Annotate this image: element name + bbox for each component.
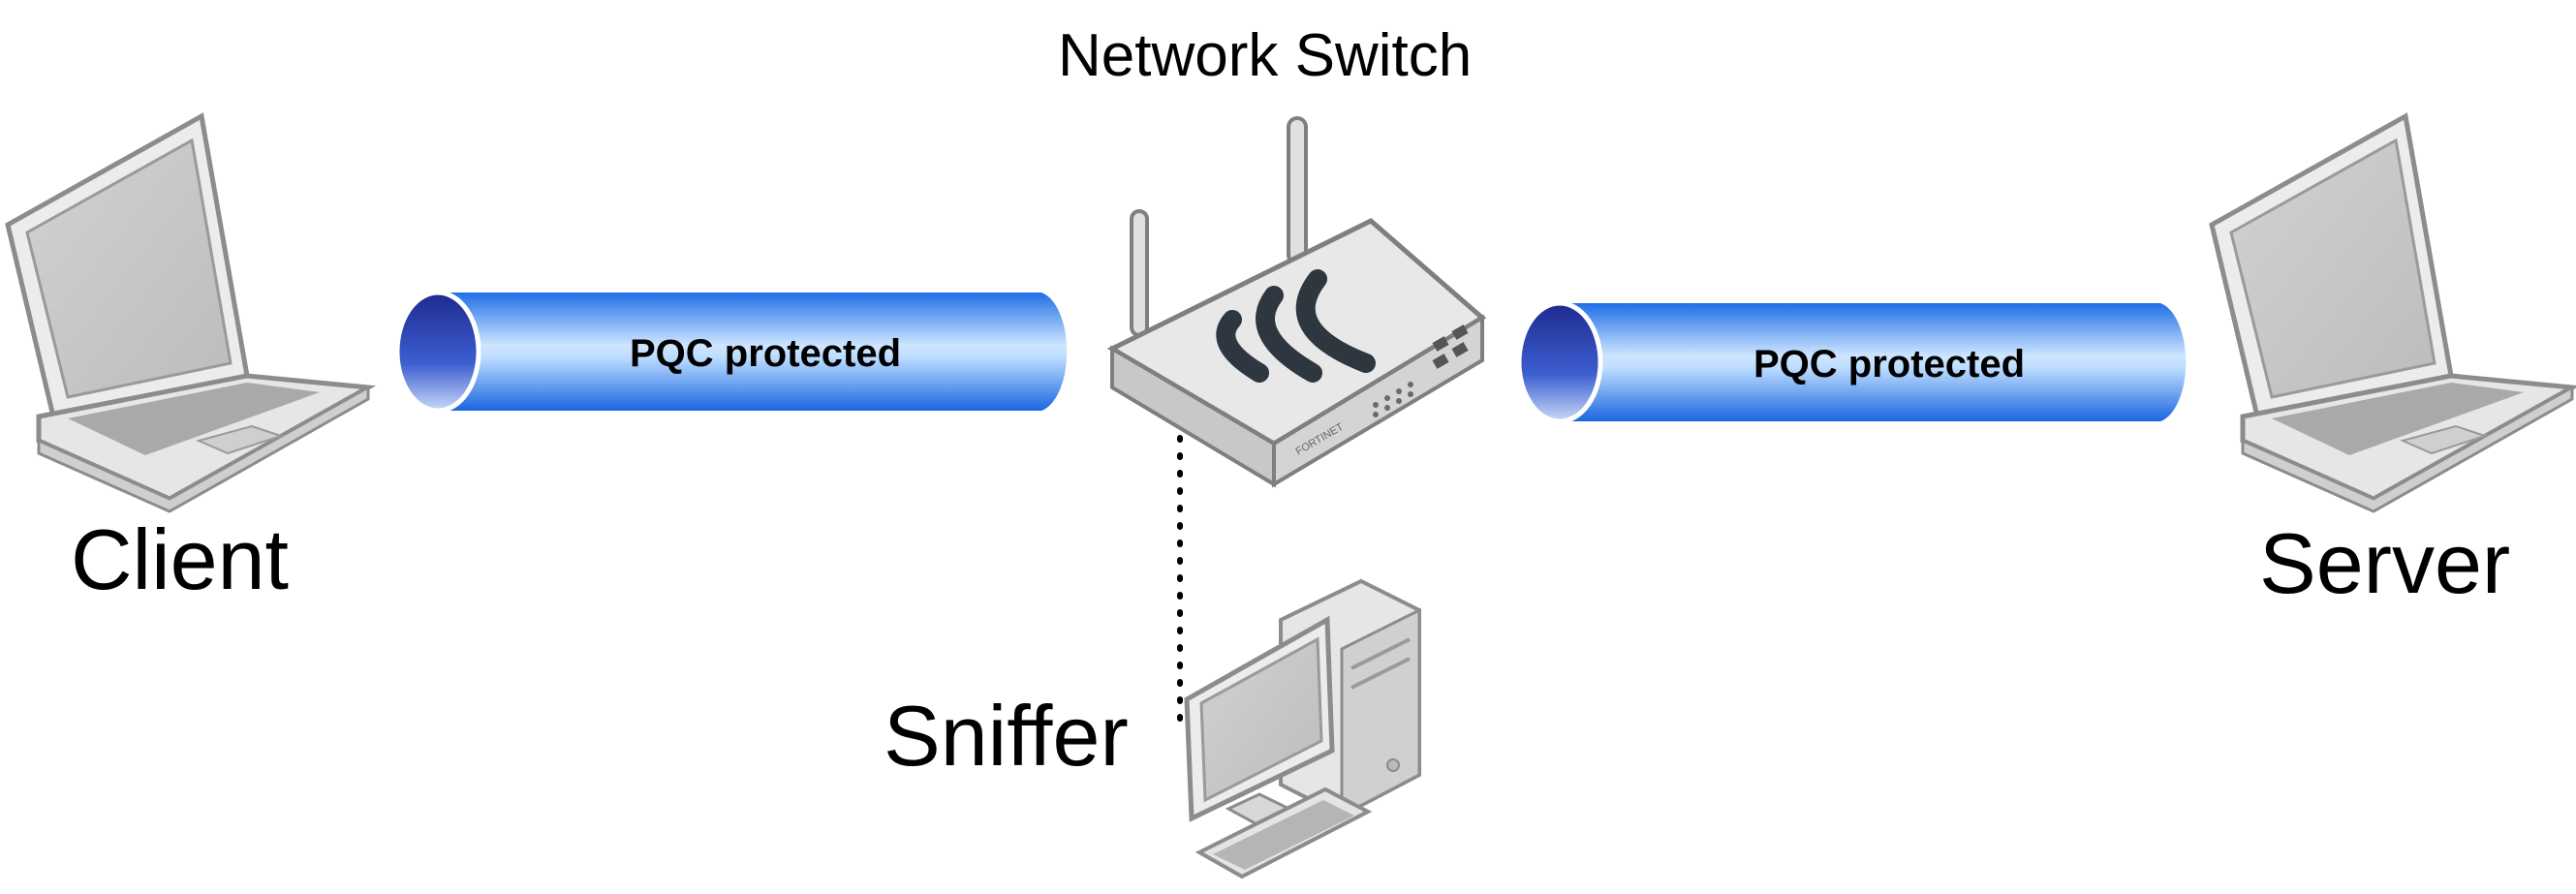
left-pqc-tunnel: PQC protected	[394, 290, 1068, 414]
client-laptop-icon	[5, 112, 377, 513]
right-tunnel-label: PQC protected	[1754, 343, 2025, 385]
server-label: Server	[2259, 515, 2510, 611]
wifi-signal-icon	[1216, 269, 1376, 383]
sniffer-desktop-icon	[1184, 578, 1421, 879]
sniffer-label: Sniffer	[884, 688, 1129, 784]
network-switch-label: Network Switch	[1058, 22, 1472, 89]
client-label: Client	[71, 511, 289, 607]
server-laptop-icon	[2209, 112, 2576, 513]
network-switch-icon: FORTINET	[1106, 116, 1487, 488]
left-tunnel-label: PQC protected	[630, 332, 901, 375]
right-tunnel-end-cap	[1516, 300, 1603, 424]
left-tunnel-end-cap	[394, 290, 481, 414]
right-pqc-tunnel: PQC protected	[1516, 300, 2187, 424]
